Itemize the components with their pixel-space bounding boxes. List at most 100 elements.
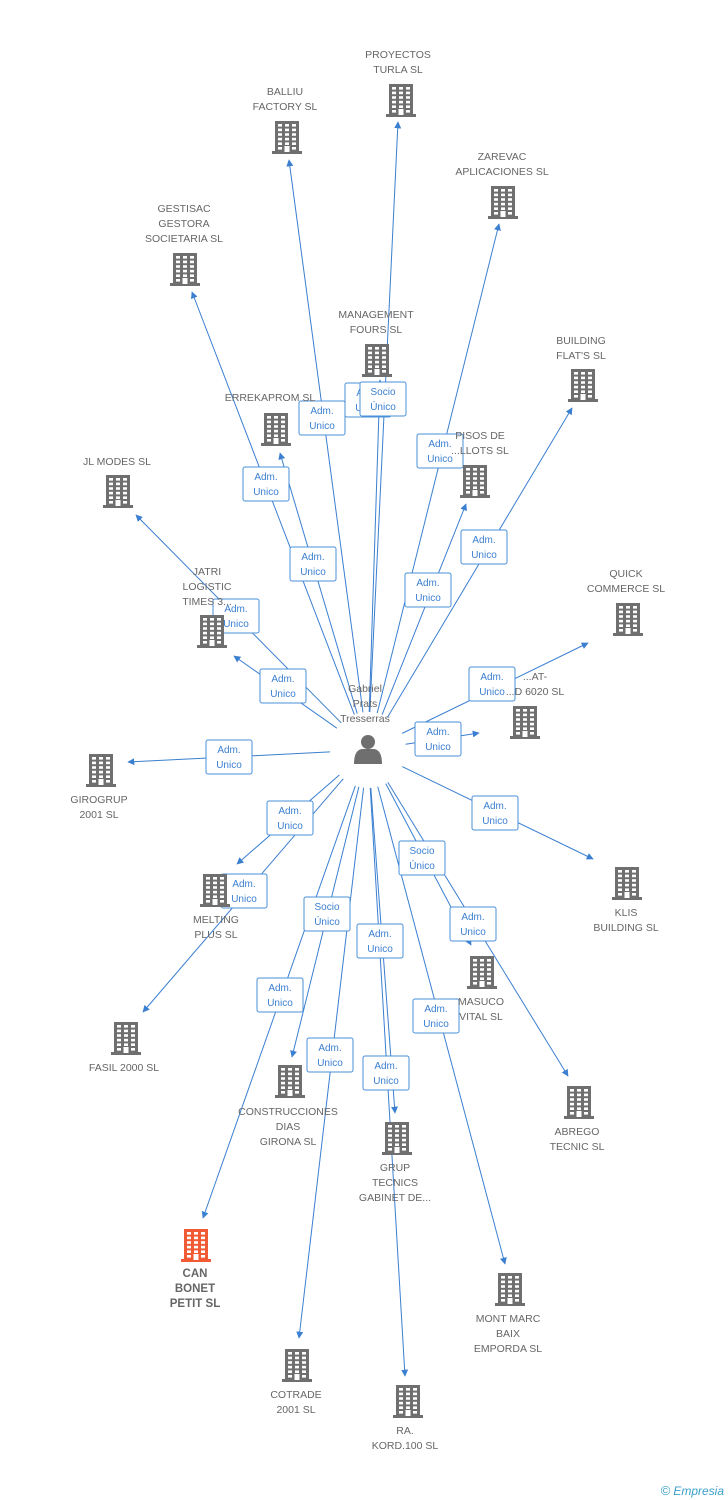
company-label: QUICK — [609, 568, 642, 580]
company-label: MELTING — [193, 914, 239, 926]
company-label: SOCIETARIA SL — [145, 233, 223, 245]
footer-brand[interactable]: ©Empresia — [661, 1483, 724, 1498]
building-icon[interactable] — [386, 84, 416, 117]
relation-badge-girogrup[interactable]: Adm.Unico — [205, 739, 253, 775]
company-building-flats[interactable]: BUILDING FLAT'S SL — [556, 335, 606, 402]
building-icon[interactable] — [86, 754, 116, 787]
building-icon[interactable] — [568, 369, 598, 402]
person-icon[interactable] — [354, 735, 382, 764]
company-fasil-2000[interactable]: FASIL 2000 SL — [89, 1022, 159, 1074]
relation-badge-at-6020[interactable]: Adm.Unico — [414, 721, 462, 757]
relation-text: Unico — [427, 454, 453, 465]
building-icon[interactable] — [200, 874, 230, 907]
company-label: EMPORDA SL — [474, 1343, 542, 1355]
relation-text: Adm. — [416, 578, 439, 589]
building-icon[interactable] — [612, 867, 642, 900]
relation-badge-can-bonet[interactable]: Adm.Unico — [256, 977, 304, 1013]
relation-badge-pisos-de[interactable]: Adm.Unico — [404, 572, 452, 608]
building-icon[interactable] — [111, 1022, 141, 1055]
company-label: DIAS — [276, 1121, 301, 1133]
company-pisos-de[interactable]: PISOS DE...LLOTS SL — [451, 430, 509, 498]
relation-badge-jatri[interactable]: Adm.Unico — [259, 668, 307, 704]
company-label: FLAT'S SL — [556, 350, 606, 362]
building-icon[interactable] — [261, 413, 291, 446]
relation-text: Unico — [309, 421, 335, 432]
building-icon[interactable] — [393, 1385, 423, 1418]
relation-text: Unico — [300, 567, 326, 578]
relation-badge-melting-plus[interactable]: Adm.Unico — [266, 800, 314, 836]
relation-badge-klis-building[interactable]: Adm.Unico — [471, 795, 519, 831]
company-label: ERREKAPROM SL — [225, 392, 316, 404]
company-label: FACTORY SL — [253, 101, 318, 113]
relation-text: Socio — [409, 846, 434, 857]
building-icon[interactable] — [467, 956, 497, 989]
company-label: MASUCO — [458, 996, 504, 1008]
company-ra-kord[interactable]: RA.KORD.100 SL — [372, 1385, 439, 1452]
relation-badge-grup-tecnics[interactable]: Adm.Unico — [356, 923, 404, 959]
building-icon[interactable] — [275, 1065, 305, 1098]
company-label: RA. — [396, 1425, 414, 1437]
relation-text: Unico — [231, 894, 257, 905]
relation-badge-errekaprom[interactable]: Adm.Unico — [289, 546, 337, 582]
company-at-6020[interactable]: ...AT-...D 6020 SL — [506, 671, 565, 739]
building-icon[interactable] — [282, 1349, 312, 1382]
building-icon[interactable] — [613, 603, 643, 636]
company-errekaprom[interactable]: ERREKAPROM SL — [225, 392, 316, 446]
relation-text: Adm. — [374, 1061, 397, 1072]
building-icon[interactable] — [564, 1086, 594, 1119]
company-label: GABINET DE... — [359, 1192, 431, 1204]
company-label: BONET — [175, 1283, 215, 1295]
relation-badge-abrego-tecnic[interactable]: Adm.Unico — [449, 906, 497, 942]
building-icon[interactable] — [362, 344, 392, 377]
relation-badge-building-flats[interactable]: Adm.Unico — [460, 529, 508, 565]
relation-text: Unico — [425, 742, 451, 753]
relation-badge-gestisac[interactable]: Adm.Unico — [242, 466, 290, 502]
relation-labels: Adm.UnicoAdm.UnicoAdm.UnicoAdm.UnicoSoci… — [205, 381, 519, 1091]
relation-badge-zarevac[interactable]: Adm.Unico — [416, 433, 464, 469]
building-icon[interactable] — [510, 706, 540, 739]
brand-logo: Empresia — [673, 1484, 724, 1498]
company-label: BALLIU — [267, 86, 303, 98]
building-icon[interactable] — [170, 253, 200, 286]
building-icon[interactable] — [181, 1229, 211, 1262]
building-icon[interactable] — [495, 1273, 525, 1306]
building-icon[interactable] — [272, 121, 302, 154]
building-icon[interactable] — [197, 615, 227, 648]
building-icon[interactable] — [460, 465, 490, 498]
building-icon[interactable] — [488, 186, 518, 219]
relation-badge-ra-kord[interactable]: Adm.Unico — [362, 1055, 410, 1091]
building-icon[interactable] — [382, 1122, 412, 1155]
company-jl-modes[interactable]: JL MODES SL — [83, 456, 151, 508]
company-balliu-factory[interactable]: BALLIU FACTORY SL — [253, 86, 318, 154]
edge-balliu-factory — [286, 159, 364, 713]
relation-badge-quick-commerce[interactable]: Adm.Unico — [468, 666, 516, 702]
relation-text: Adm. — [232, 879, 255, 890]
building-icon[interactable] — [103, 475, 133, 508]
relation-text: Unico — [223, 619, 249, 630]
relation-badge-mont-marc[interactable]: Adm.Unico — [412, 998, 460, 1034]
relation-badge-cotrade[interactable]: Adm.Unico — [306, 1037, 354, 1073]
company-label: BUILDING — [556, 335, 606, 347]
relation-badge-fasil-2000[interactable]: Adm. Unico — [220, 873, 268, 909]
relation-badge-balliu-factory[interactable]: Adm.Unico — [298, 400, 346, 436]
